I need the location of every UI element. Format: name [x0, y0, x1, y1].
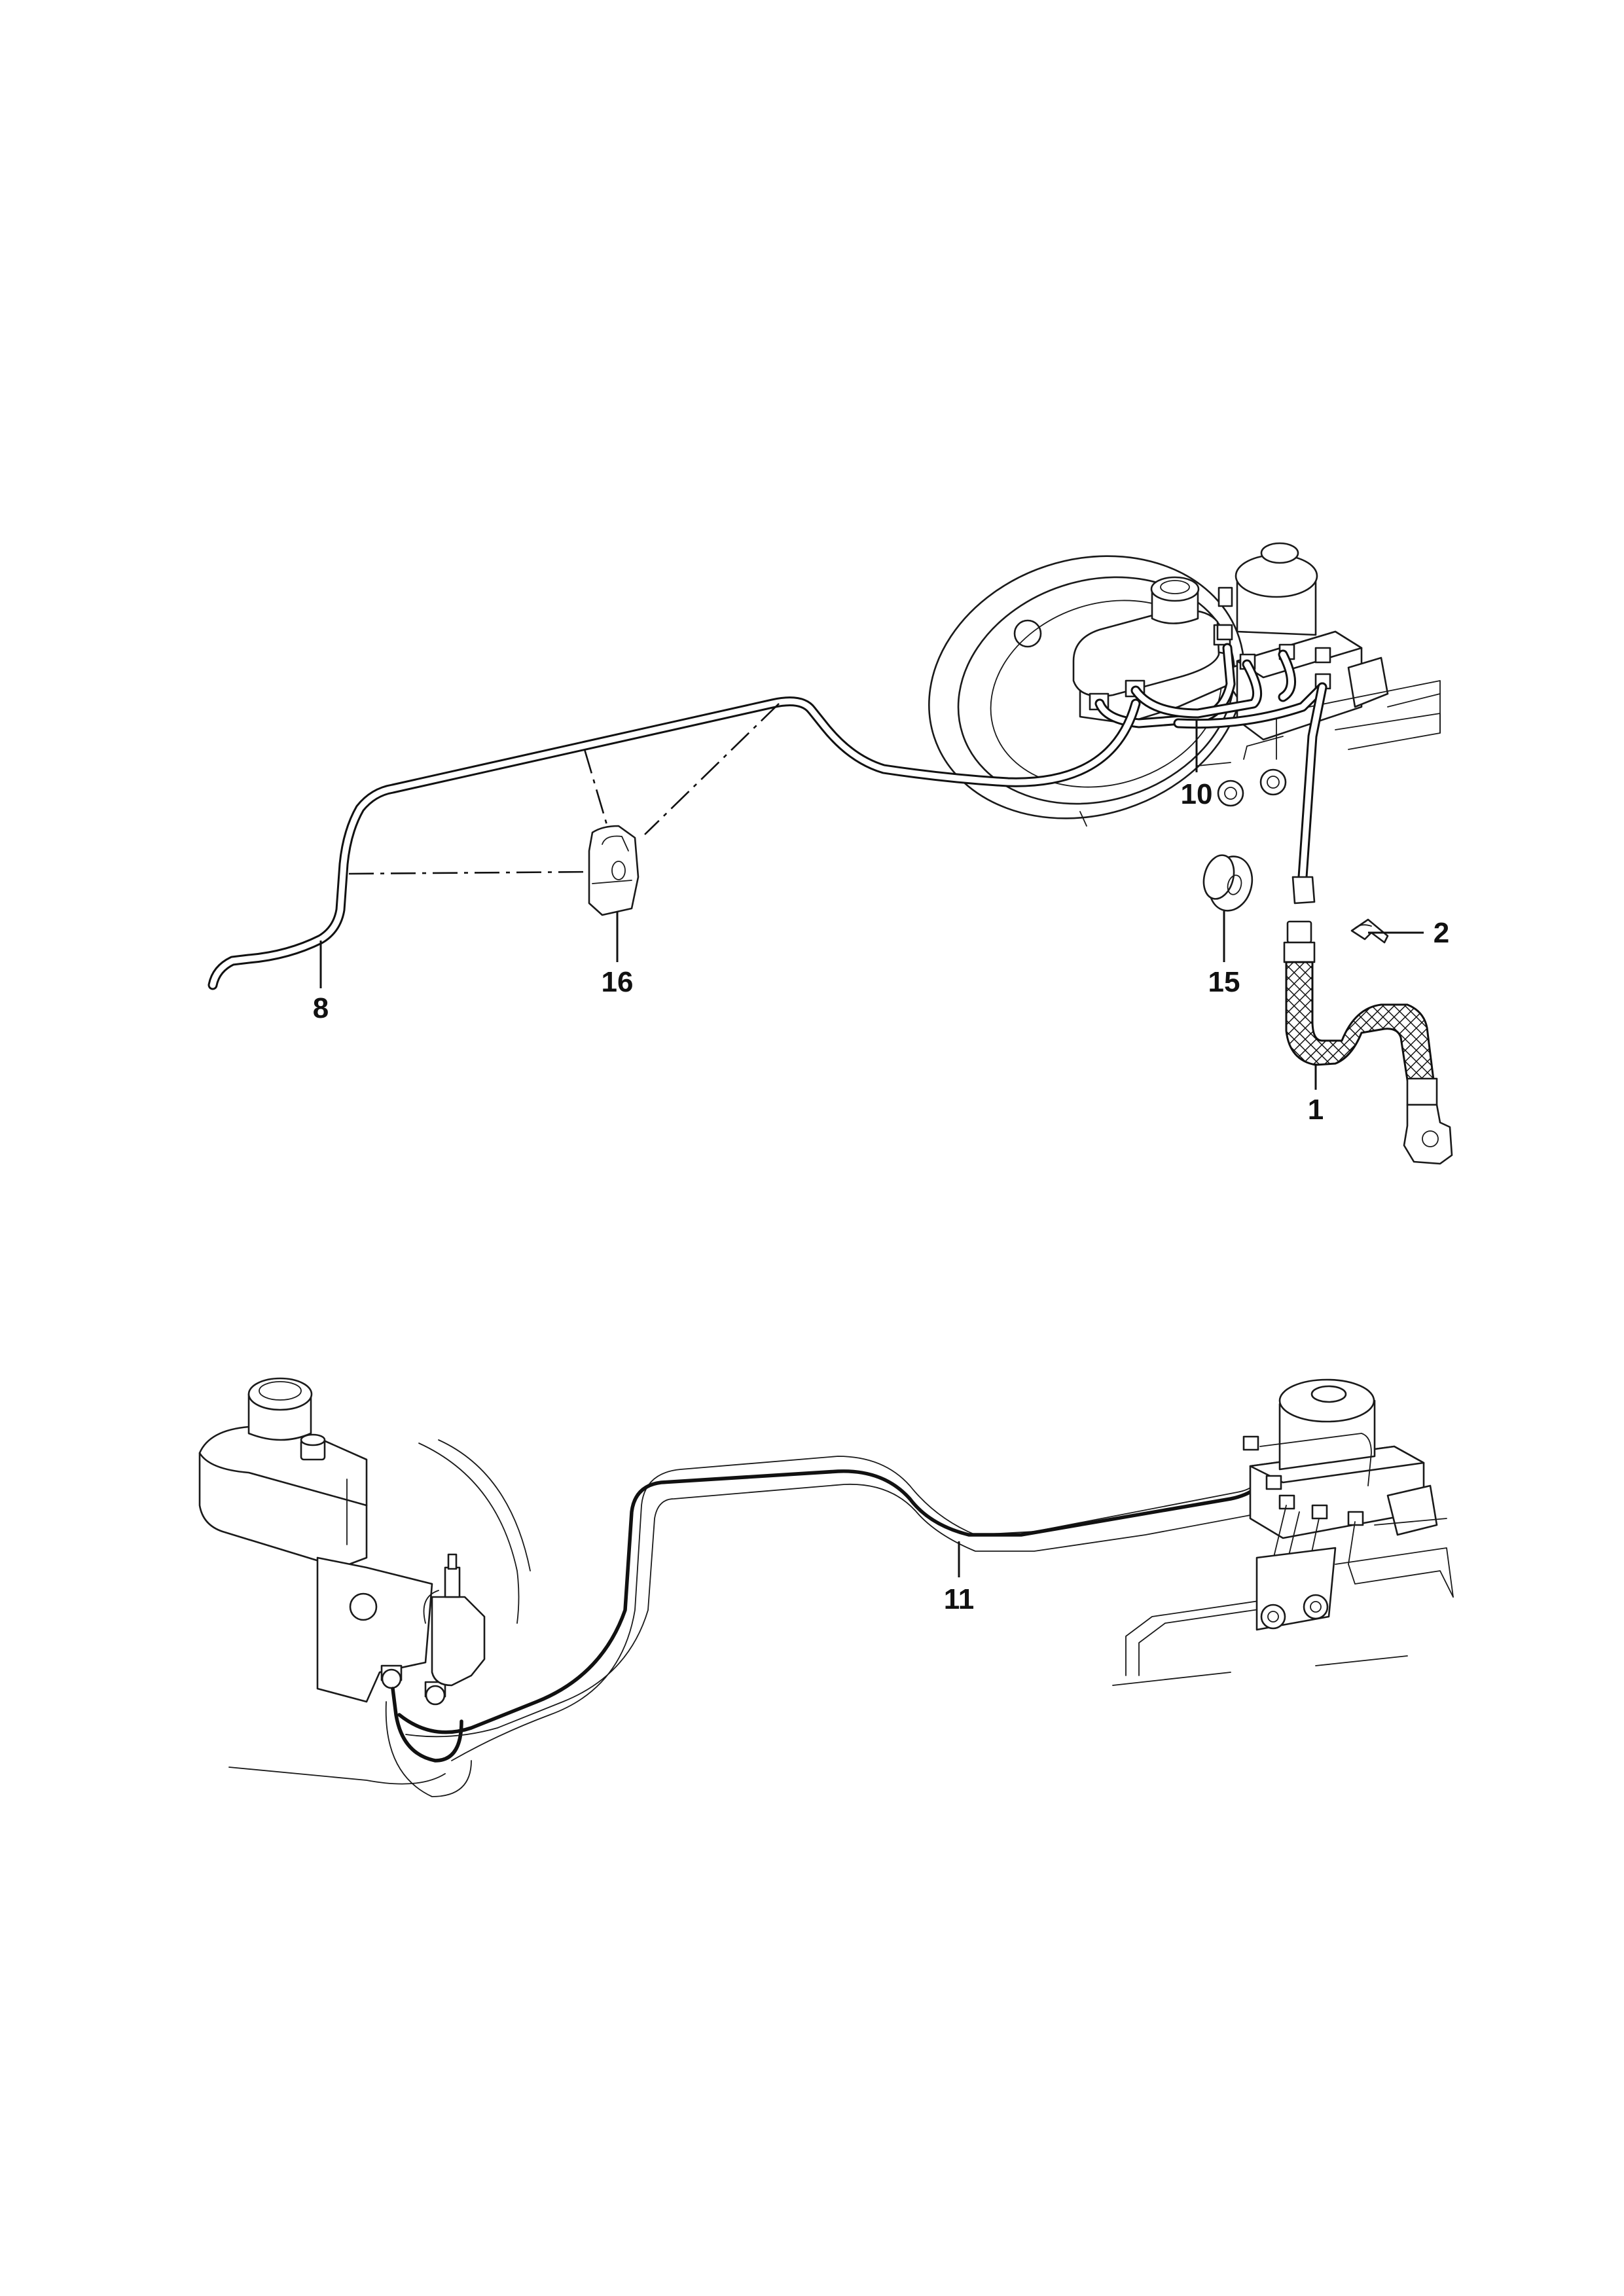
callout-labels: 1 2 8 10 11 15 16	[313, 778, 1449, 1615]
grommet-15	[1202, 854, 1254, 962]
callout-10: 10	[1181, 778, 1213, 810]
brake-pipe-10	[1094, 643, 1327, 729]
lower-pipe-loop	[228, 1687, 472, 1797]
brake-pipe-11	[397, 1456, 1293, 1761]
brake-fluid-reservoir	[198, 1377, 368, 1569]
callout-2: 2	[1434, 917, 1449, 949]
brake-pipe-8	[208, 696, 1141, 990]
retaining-clip-2	[1350, 918, 1424, 944]
callout-15: 15	[1208, 966, 1240, 998]
pressure-regulator-valve	[423, 1553, 486, 1687]
lower-assembly	[198, 1377, 1454, 1797]
mounting-nuts	[1217, 768, 1287, 807]
pipe-clip-16	[588, 825, 640, 962]
callout-1: 1	[1308, 1094, 1324, 1126]
brake-hose-1	[1283, 920, 1453, 1165]
callout-16: 16	[602, 966, 634, 998]
master-cylinder-lower	[316, 1556, 446, 1706]
upper-assembly	[208, 542, 1453, 1165]
callout-8: 8	[313, 992, 329, 1024]
abs-to-hose-pipe	[1291, 682, 1327, 905]
abs-hydraulic-unit-lower	[1112, 1378, 1454, 1686]
callout-11: 11	[944, 1583, 975, 1615]
assembly-lines	[348, 703, 780, 875]
